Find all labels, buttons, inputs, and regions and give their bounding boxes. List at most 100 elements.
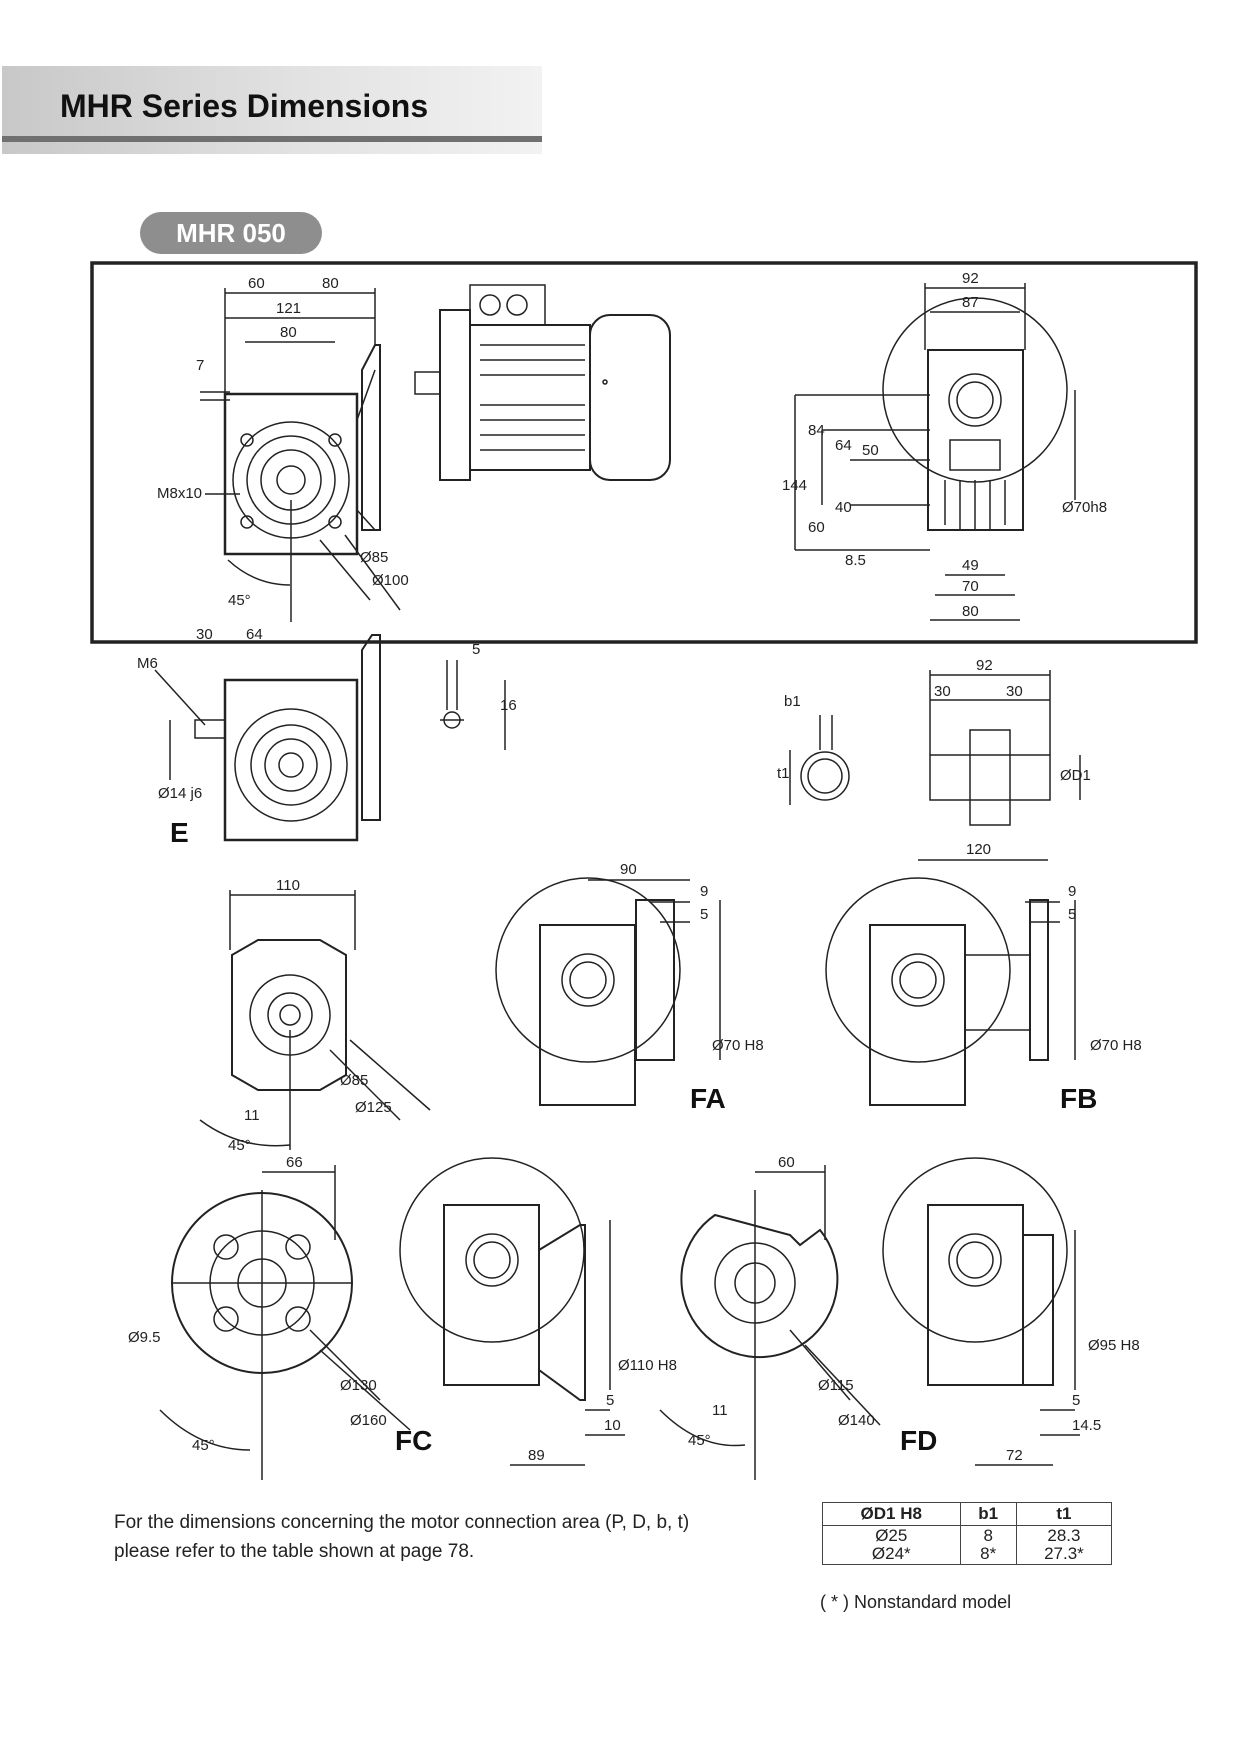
note-line-1: For the dimensions concerning the motor … — [114, 1512, 690, 1533]
dim-b1: b1 — [784, 693, 801, 710]
dim-121: 121 — [276, 300, 301, 317]
angle-45-fd: 45° — [688, 1432, 711, 1449]
dim-diaD1: ØD1 — [1060, 767, 1091, 784]
variant-label-fd: FD — [900, 1425, 937, 1456]
dim-9-fb: 9 — [1068, 883, 1076, 900]
dim-87: 87 — [962, 294, 979, 311]
dim-30: 30 — [196, 626, 213, 643]
cell-b1-std: 8 — [983, 1526, 993, 1545]
dim-5-fc: 5 — [606, 1392, 614, 1409]
dim-5-fd: 5 — [1072, 1392, 1080, 1409]
dim-5-fb: 5 — [1068, 906, 1076, 923]
thread-m6: M6 — [137, 655, 158, 672]
motor-connection-note: For the dimensions concerning the motor … — [114, 1508, 794, 1566]
shaft-key-detail — [440, 660, 506, 750]
dim-30-right: 30 — [1006, 683, 1023, 700]
flange-square-view — [199, 890, 431, 1150]
header-band — [2, 66, 542, 154]
dim-dia9-5: Ø9.5 — [128, 1329, 161, 1346]
dim-80: 80 — [322, 275, 339, 292]
flange-round-fc-view — [159, 1165, 411, 1480]
dim-50: 50 — [862, 442, 879, 459]
dim-dia115: Ø115 — [818, 1377, 854, 1394]
thread-m8x10: M8x10 — [157, 485, 202, 502]
angle-45-flange: 45° — [228, 1137, 251, 1154]
table-cell-b1: 8 8* — [959, 1525, 1017, 1565]
dim-dia160: Ø160 — [350, 1412, 387, 1429]
page-title: MHR Series Dimensions — [60, 88, 429, 124]
cell-t1-nonstd: 27.3* — [1044, 1544, 1084, 1563]
technical-drawing: 60 80 121 80 7 M8x10 Ø85 Ø100 45° 92 87 … — [90, 261, 1198, 1480]
dim-64-e: 64 — [246, 626, 263, 643]
variant-label-fa: FA — [690, 1083, 726, 1114]
cell-d1-std: Ø25 — [875, 1526, 908, 1545]
table-cell-d1: Ø25 Ø24* — [822, 1525, 961, 1565]
dim-5-key: 5 — [472, 641, 480, 658]
table-header-row: ØD1 H8 b1 t1 — [822, 1502, 1113, 1526]
flange-notched-fd-view — [659, 1165, 881, 1480]
dim-dia140: Ø140 — [838, 1412, 875, 1429]
variant-labels: E FA FB FC FD — [170, 817, 1097, 1456]
dim-14-5: 14.5 — [1072, 1417, 1101, 1434]
variant-fa-view — [495, 877, 721, 1106]
dim-90: 90 — [620, 861, 637, 878]
gearbox-side-view — [200, 288, 401, 622]
dim-60: 60 — [248, 275, 265, 292]
dim-10: 10 — [604, 1417, 621, 1434]
col-header-b1: b1 — [959, 1502, 1017, 1526]
col-header-d1: ØD1 H8 — [822, 1502, 961, 1526]
dim-dia95H8: Ø95 H8 — [1088, 1337, 1140, 1354]
dim-64: 64 — [835, 437, 852, 454]
dimension-labels: 60 80 121 80 7 M8x10 Ø85 Ø100 45° 92 87 … — [128, 270, 1142, 1464]
table-row: Ø25 Ø24* 8 8* 28.3 27.3* — [822, 1525, 1113, 1565]
dim-80-base: 80 — [962, 603, 979, 620]
cell-b1-nonstd: 8* — [980, 1544, 997, 1563]
cell-t1-std: 28.3 — [1047, 1526, 1081, 1545]
dim-11: 11 — [244, 1107, 260, 1124]
angle-45-fc: 45° — [192, 1437, 215, 1454]
nonstandard-footnote: ( * ) Nonstandard model — [820, 1592, 1012, 1612]
dim-dia70h8: Ø70h8 — [1062, 499, 1107, 516]
variant-label-fb: FB — [1060, 1083, 1097, 1114]
variant-e-view — [154, 634, 381, 842]
dim-144: 144 — [782, 477, 807, 494]
model-badge: MHR 050 — [140, 212, 322, 254]
header-rule — [2, 136, 542, 142]
dim-9-fa: 9 — [700, 883, 708, 900]
dim-dia100: Ø100 — [372, 572, 409, 589]
cell-d1-nonstd: Ø24* — [871, 1544, 911, 1563]
dim-120: 120 — [966, 841, 991, 858]
motor-side-view — [414, 284, 671, 481]
dim-60-side: 60 — [808, 519, 825, 536]
angle-45: 45° — [228, 592, 251, 609]
dim-60-fd: 60 — [778, 1154, 795, 1171]
dim-80-inner: 80 — [280, 324, 297, 341]
dim-7: 7 — [196, 357, 204, 374]
dim-dia110H8: Ø110 H8 — [618, 1357, 677, 1374]
bore-spec-table: ØD1 H8 b1 t1 Ø25 Ø24* 8 8* 28.3 27.3* — [822, 1502, 1113, 1565]
dim-16: 16 — [500, 697, 517, 714]
dim-92-shaft: 92 — [976, 657, 993, 674]
dim-dia125: Ø125 — [355, 1099, 392, 1116]
dim-11-fd: 11 — [712, 1402, 728, 1419]
dim-dia14j6: Ø14 j6 — [158, 785, 202, 802]
gearbox-front-view — [794, 283, 1076, 621]
dim-5-fa: 5 — [700, 906, 708, 923]
dim-110: 110 — [276, 877, 300, 894]
table-cell-t1: 28.3 27.3* — [1015, 1525, 1113, 1565]
dim-70: 70 — [962, 578, 979, 595]
dim-dia70H8-fb: Ø70 H8 — [1090, 1037, 1142, 1054]
dim-89: 89 — [528, 1447, 545, 1464]
variant-label-e: E — [170, 817, 189, 848]
dim-dia85: Ø85 — [360, 549, 388, 566]
col-header-t1: t1 — [1015, 1502, 1113, 1526]
dim-66: 66 — [286, 1154, 303, 1171]
dim-84: 84 — [808, 422, 825, 439]
variant-fd-view — [882, 1157, 1080, 1466]
dim-8-5: 8.5 — [845, 552, 866, 569]
bore-key-detail — [789, 715, 850, 805]
dim-dia70H8-fa: Ø70 H8 — [712, 1037, 764, 1054]
dim-30-left: 30 — [934, 683, 951, 700]
note-line-2: please refer to the table shown at page … — [114, 1541, 475, 1562]
dim-t1: t1 — [777, 765, 790, 782]
